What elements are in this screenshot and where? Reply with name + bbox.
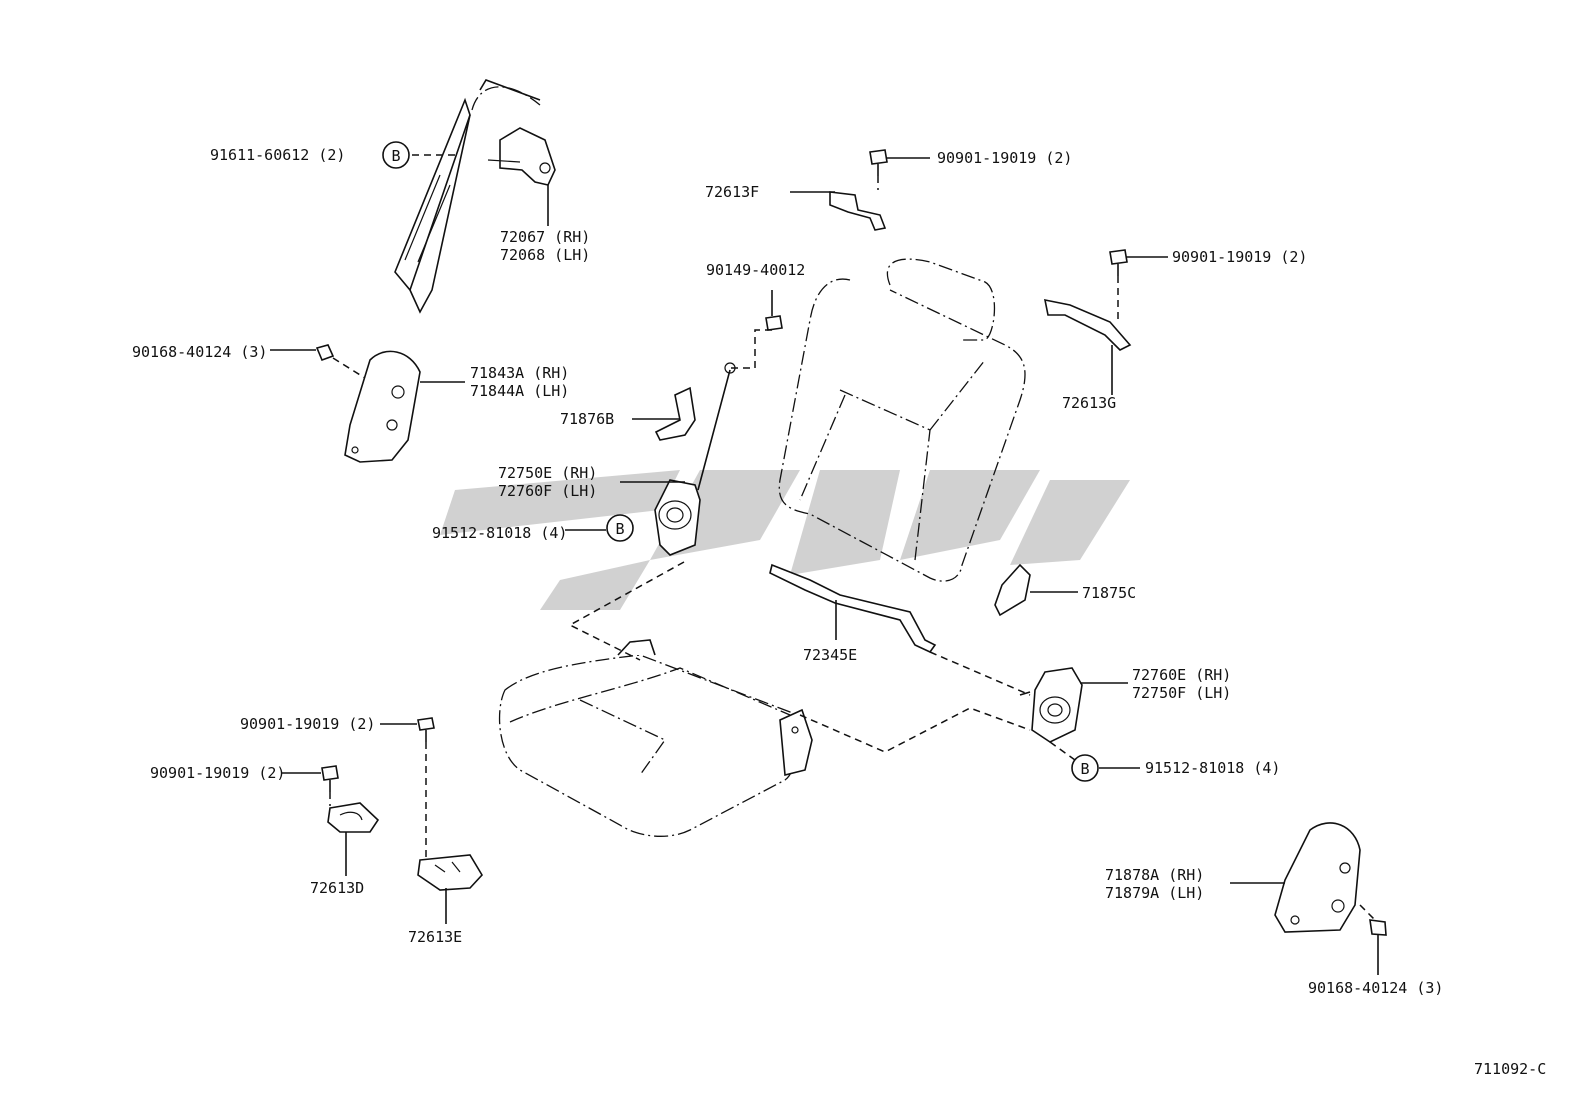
label-72613F: 72613F [705,183,759,201]
label-91611-60612: 91611-60612 (2) [210,146,345,164]
bracket-72613F-drawing [790,191,887,231]
label-71879A: 71879A (LH) [1105,884,1204,902]
label-72760F: 72760F (LH) [498,482,597,500]
label-90901-19019-low: 90901-19019 (2) [150,764,285,782]
label-72068: 72068 (LH) [500,246,590,264]
hinge-bracket-72067-drawing [487,127,556,226]
recliner-adjuster-72760E-drawing [1031,667,1128,743]
recliner-adjuster-72750E-drawing [620,362,736,556]
bolts-drawing [270,149,1387,975]
svg-text:B: B [615,520,624,538]
callout-b-middle: B [565,514,634,542]
callout-b-top: B [382,141,410,169]
label-71875C: 71875C [1082,584,1136,602]
bracket-72613D-drawing [327,802,380,876]
seat-cushion-drawing [498,639,813,837]
label-72760E: 72760E (RH) [1132,666,1231,684]
diagram-id: 711092-C [1474,1060,1546,1078]
label-72613E: 72613E [408,928,462,946]
svg-text:B: B [1080,760,1089,778]
label-72613D: 72613D [310,879,364,897]
svg-text:B: B [391,147,400,165]
label-71876B: 71876B [560,410,614,428]
bracket-72613E-drawing [417,854,483,924]
inner-cover-71875C-drawing [994,563,1078,617]
label-72345E: 72345E [803,646,857,664]
connecting-rod-72345E-drawing [769,563,937,654]
label-90168-40124-left: 90168-40124 (3) [132,343,267,361]
label-90149-40012: 90149-40012 [706,261,805,279]
label-90901-19019-top: 90901-19019 (2) [937,149,1072,167]
label-71843A: 71843A (RH) [470,364,569,382]
label-91512-81018-right: 91512-81018 (4) [1145,759,1280,777]
inner-cover-71876B-drawing [632,386,696,441]
label-90901-19019-right: 90901-19019 (2) [1172,248,1307,266]
seat-back-cushion-drawing [778,258,1026,582]
label-90901-19019-mid: 90901-19019 (2) [240,715,375,733]
label-71844A: 71844A (LH) [470,382,569,400]
label-71878A: 71878A (RH) [1105,866,1204,884]
recliner-cover-71878A-drawing [1230,822,1361,933]
label-91512-81018-left: 91512-81018 (4) [432,524,567,542]
assembly-dashed-lines [329,154,1376,921]
bracket-72613G-drawing [1043,298,1132,395]
seat-back-frame-drawing [394,79,541,314]
label-72067: 72067 (RH) [500,228,590,246]
callout-b-bottom: B [1071,754,1140,782]
label-72750E: 72750E (RH) [498,464,597,482]
recliner-cover-71843A-drawing [344,350,465,463]
label-72750F: 72750F (LH) [1132,684,1231,702]
label-72613G: 72613G [1062,394,1116,412]
label-90168-40124-right: 90168-40124 (3) [1308,979,1443,997]
